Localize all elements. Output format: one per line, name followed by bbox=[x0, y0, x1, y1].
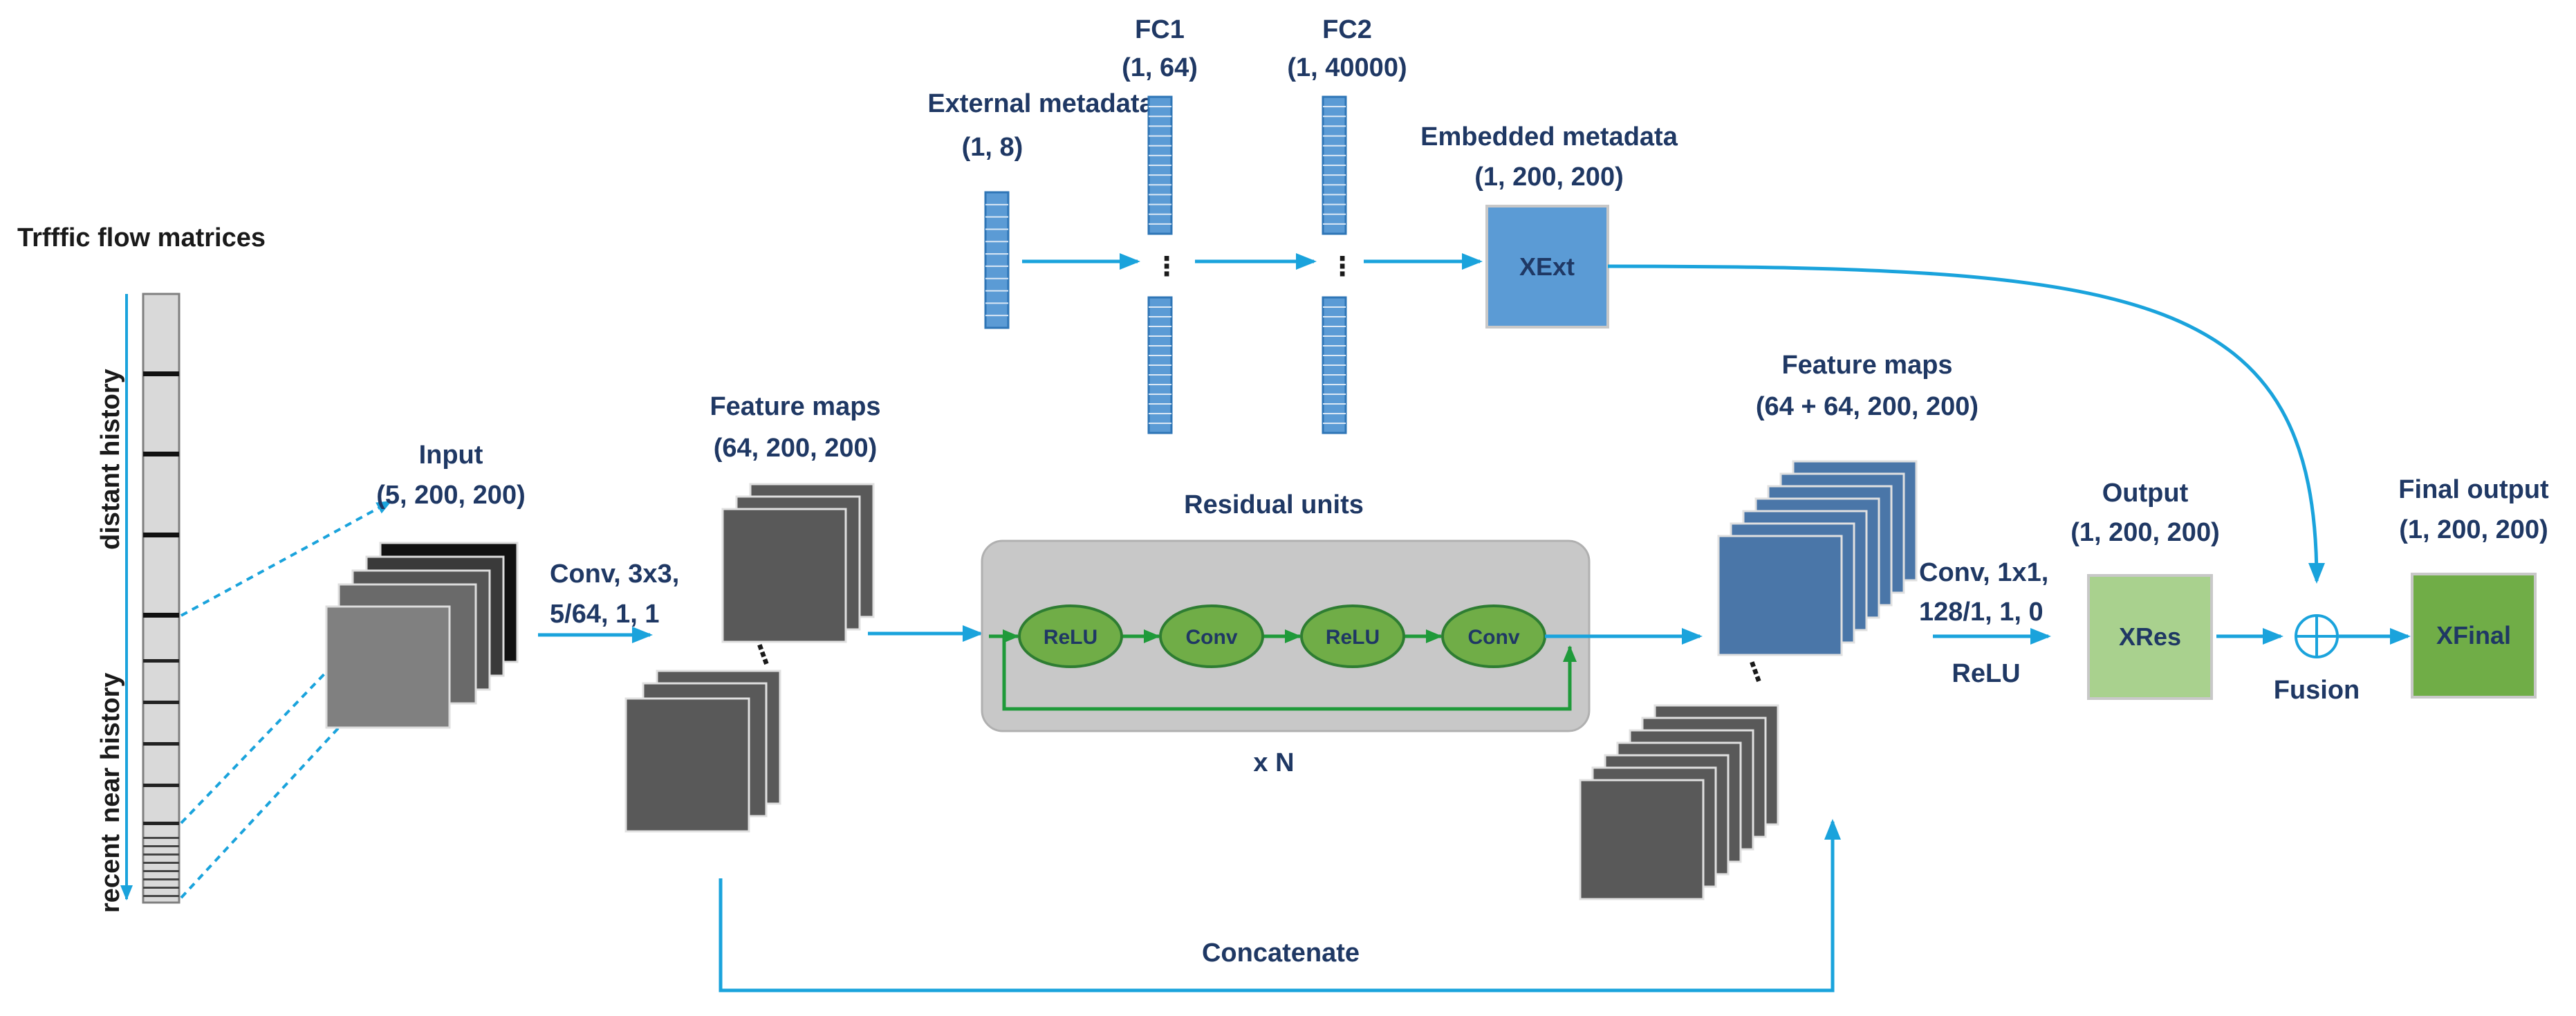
emb-shape: (1, 200, 200) bbox=[1474, 163, 1623, 192]
final-title: Final output bbox=[2398, 475, 2549, 504]
residual-title: Residual units bbox=[1184, 490, 1364, 519]
svg-text:Conv: Conv bbox=[1468, 626, 1520, 649]
input-shape: (5, 200, 200) bbox=[376, 481, 525, 510]
ext-title: External metadata bbox=[927, 89, 1154, 118]
fm2-shape: (64 + 64, 200, 200) bbox=[1756, 392, 1979, 421]
fm2-title: Feature maps bbox=[1781, 351, 1952, 380]
svg-text:Conv: Conv bbox=[1186, 626, 1238, 649]
fc1-ellipsis: ⋮ bbox=[1153, 252, 1180, 281]
distant-history-label: distant history bbox=[96, 369, 125, 550]
xfinal-label: XFinal bbox=[2436, 621, 2511, 649]
conv2-relu-label: ReLU bbox=[1952, 659, 2020, 688]
fc1-shape: (1, 64) bbox=[1122, 53, 1198, 82]
recent-label: recent bbox=[96, 834, 125, 913]
traffic-timeline bbox=[142, 293, 180, 904]
fusion-op-icon bbox=[2295, 614, 2339, 658]
near-history-label: near history bbox=[96, 672, 125, 823]
conv1-label-line2: 5/64, 1, 1 bbox=[550, 600, 659, 629]
fc1-bar-bottom bbox=[1147, 296, 1173, 434]
concatenate-label: Concatenate bbox=[1202, 939, 1360, 968]
res-node-conv-1: Conv bbox=[1159, 604, 1264, 668]
traffic-title: Trfffic flow matrices bbox=[17, 223, 266, 252]
ext-metadata-bar bbox=[984, 191, 1010, 329]
xres-box bbox=[2087, 574, 2213, 700]
xfinal-box bbox=[2411, 573, 2537, 699]
conv1-label-line1: Conv, 3x3, bbox=[550, 560, 679, 589]
concatenate-path bbox=[719, 819, 1841, 992]
output-title: Output bbox=[2102, 479, 2189, 508]
input-stack bbox=[325, 542, 519, 729]
res-node-relu-1: ReLU bbox=[1018, 604, 1123, 668]
output-shape: (1, 200, 200) bbox=[2070, 518, 2219, 547]
fm1-stack-bottom bbox=[624, 669, 781, 833]
final-shape: (1, 200, 200) bbox=[2399, 515, 2548, 544]
fc2-shape: (1, 40000) bbox=[1287, 53, 1407, 82]
fm1-shape: (64, 200, 200) bbox=[714, 434, 878, 463]
xres-label: XRes bbox=[2119, 622, 2181, 651]
fc2-bar-bottom bbox=[1322, 296, 1347, 434]
fm2-ellipsis: ⋮ bbox=[1739, 654, 1773, 690]
xext-label: XExt bbox=[1519, 252, 1575, 281]
svg-text:ReLU: ReLU bbox=[1326, 626, 1380, 649]
svg-text:ReLU: ReLU bbox=[1044, 626, 1097, 649]
conv2-label-line2: 128/1, 1, 0 bbox=[1919, 598, 2044, 627]
xext-to-fusion-curve bbox=[1607, 264, 2325, 584]
fusion-label: Fusion bbox=[2274, 676, 2360, 705]
res-node-conv-2: Conv bbox=[1441, 604, 1546, 668]
fc1-title: FC1 bbox=[1135, 15, 1185, 44]
ext-shape: (1, 8) bbox=[962, 133, 1023, 162]
fm1-title: Feature maps bbox=[710, 392, 880, 421]
fc2-bar-top bbox=[1322, 95, 1347, 235]
times-n-label: x N bbox=[1253, 748, 1294, 777]
fc1-bar-top bbox=[1147, 95, 1173, 235]
res-node-relu-2: ReLU bbox=[1300, 604, 1405, 668]
fm1-stack-top bbox=[721, 483, 875, 643]
emb-title: Embedded metadata bbox=[1420, 122, 1678, 151]
fc2-ellipsis: ⋮ bbox=[1329, 252, 1355, 281]
input-title: Input bbox=[419, 441, 483, 470]
fc2-title: FC2 bbox=[1322, 15, 1372, 44]
fm2-stack-blue bbox=[1717, 460, 1918, 656]
conv2-label-line1: Conv, 1x1, bbox=[1919, 558, 2048, 587]
fm2-stack-gray bbox=[1579, 704, 1779, 900]
timeline-connectors bbox=[180, 500, 392, 899]
